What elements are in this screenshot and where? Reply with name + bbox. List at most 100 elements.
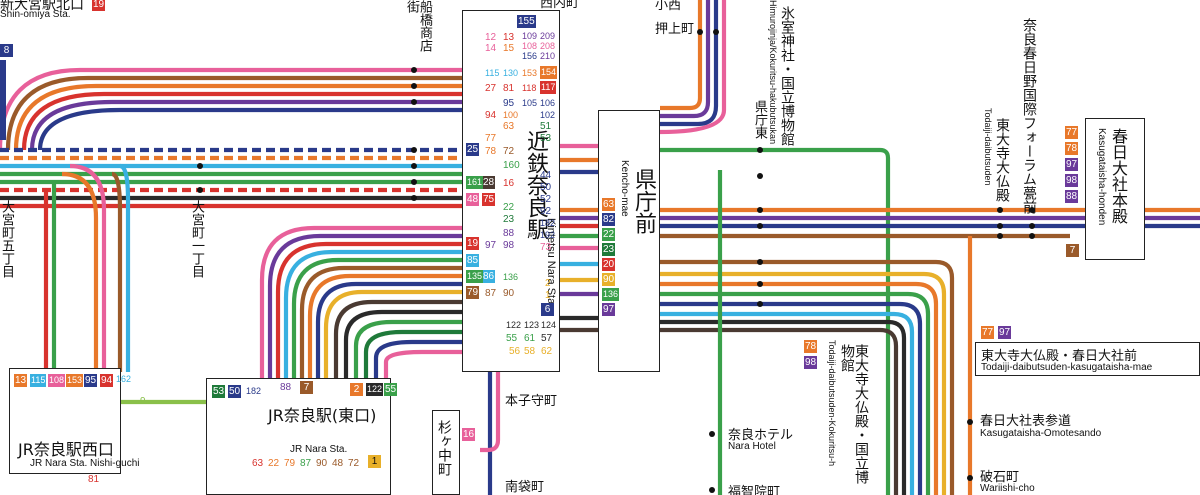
r55: 55 — [506, 333, 518, 344]
r94: 94 — [485, 110, 497, 121]
je-63: 79 — [284, 458, 296, 469]
r57: 57 — [541, 333, 553, 344]
sugigaya-label: 杉ヶ中町 — [436, 420, 452, 476]
kintetsu-down-2 — [480, 370, 501, 453]
r22: 22 — [503, 202, 515, 213]
r156: 156 — [522, 51, 538, 61]
kasuga-taisha-box[interactable] — [1085, 118, 1145, 260]
kintetsu-nara-label: 近鉄奈良駅 — [523, 130, 548, 240]
r102: 102 — [540, 110, 556, 120]
je-50: 50 — [228, 385, 242, 398]
r13: 13 — [503, 32, 515, 43]
wariishi-label: 破石町 — [980, 470, 1020, 485]
kg-88: 88 — [1065, 190, 1079, 203]
omiya-1-label: 大宮町一丁目 — [189, 200, 204, 278]
jr-nara-west-romaji: JR Nara Sta. Nishi-guchi — [30, 458, 140, 469]
jr-west-route-81: 81 — [88, 474, 100, 485]
todaiji-kasuga-label: 東大寺大仏殿・春日大社前 — [981, 349, 1138, 364]
r124: 124 — [541, 320, 557, 330]
kencho-mae-station-box[interactable] — [598, 110, 660, 372]
todaiji-kasuga-box[interactable] — [975, 342, 1200, 376]
kencho-top-curves — [659, 0, 727, 135]
kasuga-taisha-label: 春日大社本殿 — [1109, 128, 1128, 224]
jw-95: 95 — [84, 374, 98, 387]
kg-98: 98 — [1065, 174, 1079, 187]
r92: 92 — [540, 206, 552, 217]
fukuchiin-label: 福智院町 — [728, 485, 781, 495]
top-right-text: 小西 — [655, 0, 682, 13]
je-78: 22 — [268, 458, 280, 469]
je-79: 90 — [316, 458, 328, 469]
kc-90: 90 — [602, 273, 616, 286]
top-mid-text: 西内町 — [540, 0, 580, 11]
todaiji-upper-label: 東大寺大仏殿 — [994, 118, 1010, 202]
sugigaya-box[interactable] — [432, 410, 460, 495]
r19: 19 — [466, 237, 480, 250]
r58: 58 — [524, 346, 536, 357]
r108: 108 — [522, 41, 538, 51]
todaiji-kokuritsu-label: 東大寺大仏殿・国立博物館 — [839, 344, 869, 484]
r52: 52 — [540, 194, 552, 205]
kencho-higashi-label: 県庁東 — [752, 100, 767, 139]
r118: 118 — [522, 83, 537, 93]
r53: 53 — [540, 133, 552, 144]
r90: 90 — [503, 288, 515, 299]
r115: 115 — [485, 68, 500, 78]
r62: 62 — [541, 346, 553, 357]
kintetsu-kencho-links — [560, 143, 598, 333]
kg-77: 77 — [1065, 126, 1079, 139]
kasuga-taisha-romaji: Kasugataisha-honden — [1096, 128, 1107, 226]
left-vertical-bundle — [43, 163, 131, 372]
jw-115: 115 — [30, 374, 47, 387]
kc-20: 20 — [602, 258, 616, 271]
kc-63: 63 — [602, 198, 616, 211]
jw-162: 162 — [116, 374, 132, 384]
kokusai-forum-label: 奈良春日野国際フォーラム甍前 — [1021, 18, 1037, 214]
r88: 88 — [503, 228, 515, 239]
kg-97: 97 — [1065, 158, 1079, 171]
r192: 192 — [540, 230, 556, 240]
r109: 109 — [522, 31, 538, 41]
jw-94: 94 — [100, 374, 114, 387]
r72: 72 — [503, 146, 515, 157]
sugigaya-route: 16 — [462, 428, 476, 441]
route-155: 155 — [517, 15, 536, 28]
green-loop — [660, 147, 891, 495]
je-122: 122 — [366, 383, 384, 396]
omotesando-romaji: Kasugataisha-Omotesando — [980, 428, 1102, 439]
motomori-label: 本子守町 — [505, 394, 558, 409]
r28: 28 — [482, 176, 496, 189]
r78: 78 — [485, 146, 497, 157]
tk-77: 77 — [981, 326, 995, 339]
todaiji-kasuga-romaji: Todaiji-daibutsuden-kasugataisha-mae — [981, 362, 1153, 373]
r97: 97 — [485, 240, 497, 251]
r15: 15 — [503, 43, 515, 54]
left-route-bundle — [0, 67, 462, 209]
r77: 77 — [485, 133, 497, 144]
kencho-mae-romaji: Kencho-mae — [619, 160, 630, 217]
r48: 48 — [466, 193, 480, 206]
je-1: 1 — [368, 455, 381, 468]
r117: 117 — [540, 81, 557, 94]
r73: 73 — [540, 242, 552, 253]
jr-nara-east-label: JR奈良駅(東口) — [268, 406, 377, 425]
r50: 50 — [540, 182, 552, 193]
r160: 160 — [503, 160, 520, 171]
r209: 209 — [540, 31, 556, 41]
r85: 85 — [466, 254, 480, 267]
je-182: 182 — [246, 386, 262, 396]
je-88: 88 — [280, 382, 292, 393]
jw-13: 13 — [14, 374, 28, 387]
tkk-98: 98 — [804, 356, 818, 369]
r136: 136 — [503, 272, 519, 282]
r27: 27 — [485, 83, 497, 94]
r25: 25 — [466, 143, 480, 156]
todaiji-upper-romaji: Todaiji-daibutsuden — [983, 108, 993, 186]
r61: 61 — [524, 333, 536, 344]
r63: 63 — [503, 121, 515, 132]
r95: 95 — [503, 98, 515, 109]
r135: 135 — [466, 270, 484, 283]
r87: 87 — [485, 288, 497, 299]
left-edge-route-badge: 8 — [0, 44, 13, 57]
